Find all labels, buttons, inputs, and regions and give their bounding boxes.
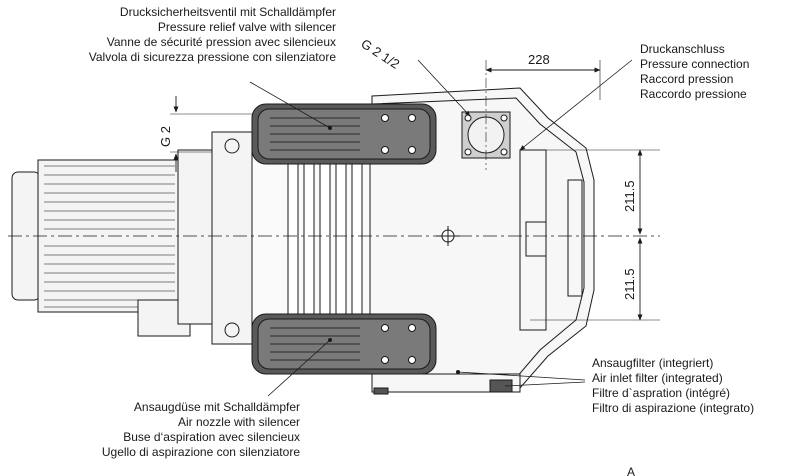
leader-lines bbox=[249, 59, 633, 397]
dim-thread-top: G 2 1/2 bbox=[358, 36, 402, 72]
extension-lines bbox=[170, 60, 660, 321]
label-line: Drucksicherheitsventil mit Schalldämpfer bbox=[119, 5, 336, 19]
dimension-lines bbox=[173, 67, 643, 321]
dim-height-lower: 211.5 bbox=[622, 268, 637, 300]
label-line: Filtro di aspirazione (integrato) bbox=[592, 401, 755, 415]
label-line: Raccord pression bbox=[640, 72, 734, 86]
label-line: Ansaugdüse mit Schalldämpfer bbox=[133, 400, 300, 414]
label-line: Valvola di sicurezza pressione con silen… bbox=[88, 50, 336, 64]
corner-mark: A bbox=[627, 465, 635, 476]
inlet-filter-housing bbox=[371, 373, 521, 395]
motor bbox=[11, 131, 253, 345]
label-line: Buse d‘aspiration avec silencieux bbox=[123, 430, 300, 444]
label-line: Vanne de sécurité pression avec silencie… bbox=[106, 35, 336, 49]
dim-height-upper: 211.5 bbox=[622, 180, 637, 212]
label-line: Raccordo pressione bbox=[640, 87, 747, 101]
label-line: Air nozzle with silencer bbox=[177, 415, 300, 429]
air-nozzle-silencer bbox=[251, 313, 437, 375]
label-inlet-filter: Ansaugfilter (integriert) Air inlet filt… bbox=[592, 356, 754, 416]
label-air-nozzle: Ansaugdüse mit Schalldämpfer Air nozzle … bbox=[102, 400, 300, 460]
label-line: Filtre d`aspration (intégré) bbox=[592, 386, 731, 400]
cooling-fins bbox=[251, 149, 371, 331]
label-line: Ugello di aspirazione con silenziatore bbox=[101, 445, 300, 459]
label-relief-valve: Drucksicherheitsventil mit Schalldämpfer… bbox=[89, 5, 336, 65]
relief-valve-silencer bbox=[251, 103, 437, 165]
dim-thread-left: G 2 bbox=[158, 126, 173, 147]
label-line: Druckanschluss bbox=[640, 42, 725, 56]
label-line: Pressure connection bbox=[640, 57, 750, 71]
label-line: Air inlet filter (integrated) bbox=[592, 371, 723, 385]
label-line: Pressure relief valve with silencer bbox=[157, 20, 336, 34]
dim-width-top: 228 bbox=[528, 52, 550, 67]
label-pressure-connection: Druckanschluss Pressure connection Racco… bbox=[640, 42, 749, 102]
label-line: Ansaugfilter (integriert) bbox=[592, 356, 714, 370]
